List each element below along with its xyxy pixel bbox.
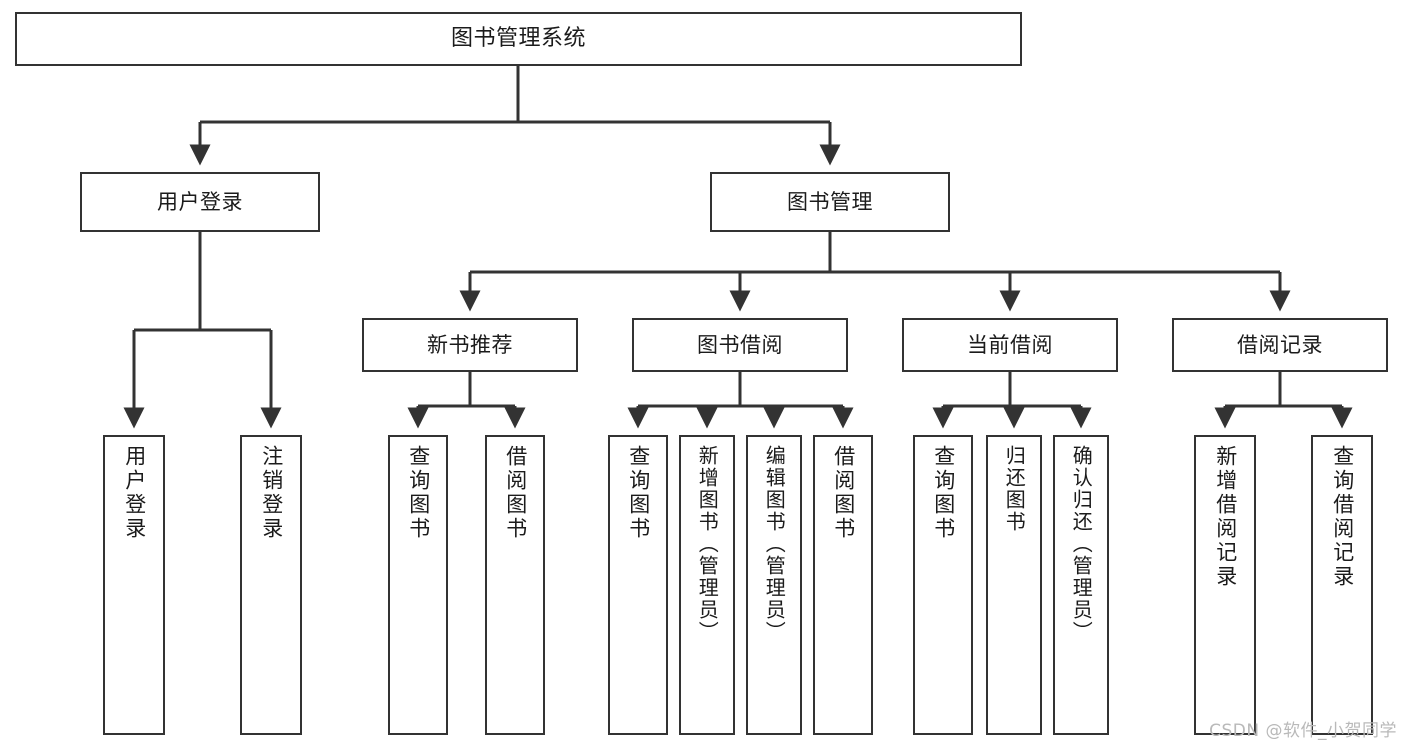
leaf-query-book-borrow[interactable]: 查询图书: [608, 435, 668, 735]
leaf-logout[interactable]: 注销登录: [240, 435, 302, 735]
leaf-user-login[interactable]: 用户登录: [103, 435, 165, 735]
node-borrow-record-label: 借阅记录: [1237, 332, 1323, 357]
leaf-query-book-recommend-label: 查询图书: [406, 445, 431, 541]
leaf-add-book-admin[interactable]: 新增图书（管理员）: [679, 435, 735, 735]
node-book-management[interactable]: 图书管理: [710, 172, 950, 232]
node-current-borrow[interactable]: 当前借阅: [902, 318, 1118, 372]
leaf-edit-book-admin-label: 编辑图书（管理员）: [762, 445, 787, 643]
node-root-label: 图书管理系统: [450, 26, 586, 52]
leaf-query-borrow-record-label: 查询借阅记录: [1330, 445, 1355, 589]
leaf-borrow-book-recommend[interactable]: 借阅图书: [485, 435, 545, 735]
node-user-login[interactable]: 用户登录: [80, 172, 320, 232]
node-user-login-label: 用户登录: [157, 189, 243, 214]
leaf-add-book-admin-label: 新增图书（管理员）: [695, 445, 720, 643]
leaf-return-book-label: 归还图书: [1002, 445, 1027, 533]
node-book-borrow[interactable]: 图书借阅: [632, 318, 848, 372]
leaf-borrow-book[interactable]: 借阅图书: [813, 435, 873, 735]
node-book-management-label: 图书管理: [787, 189, 873, 214]
leaf-borrow-book-recommend-label: 借阅图书: [503, 445, 528, 541]
leaf-query-book-current[interactable]: 查询图书: [913, 435, 973, 735]
leaf-logout-label: 注销登录: [259, 445, 284, 541]
leaf-query-borrow-record[interactable]: 查询借阅记录: [1311, 435, 1373, 735]
leaf-add-borrow-record[interactable]: 新增借阅记录: [1194, 435, 1256, 735]
leaf-edit-book-admin[interactable]: 编辑图书（管理员）: [746, 435, 802, 735]
leaf-confirm-return-admin-label: 确认归还（管理员）: [1069, 445, 1094, 643]
leaf-query-book-current-label: 查询图书: [931, 445, 956, 541]
node-borrow-record[interactable]: 借阅记录: [1172, 318, 1388, 372]
leaf-return-book[interactable]: 归还图书: [986, 435, 1042, 735]
leaf-query-book-borrow-label: 查询图书: [626, 445, 651, 541]
leaf-confirm-return-admin[interactable]: 确认归还（管理员）: [1053, 435, 1109, 735]
leaf-query-book-recommend[interactable]: 查询图书: [388, 435, 448, 735]
node-book-borrow-label: 图书借阅: [697, 332, 783, 357]
node-new-book-recommend-label: 新书推荐: [427, 332, 513, 357]
leaf-borrow-book-label: 借阅图书: [831, 445, 856, 541]
leaf-user-login-label: 用户登录: [122, 445, 147, 541]
node-new-book-recommend[interactable]: 新书推荐: [362, 318, 578, 372]
csdn-watermark: CSDN @软件_小贺同学: [1209, 721, 1397, 741]
node-current-borrow-label: 当前借阅: [967, 332, 1053, 357]
node-root[interactable]: 图书管理系统: [15, 12, 1022, 66]
leaf-add-borrow-record-label: 新增借阅记录: [1213, 445, 1238, 589]
